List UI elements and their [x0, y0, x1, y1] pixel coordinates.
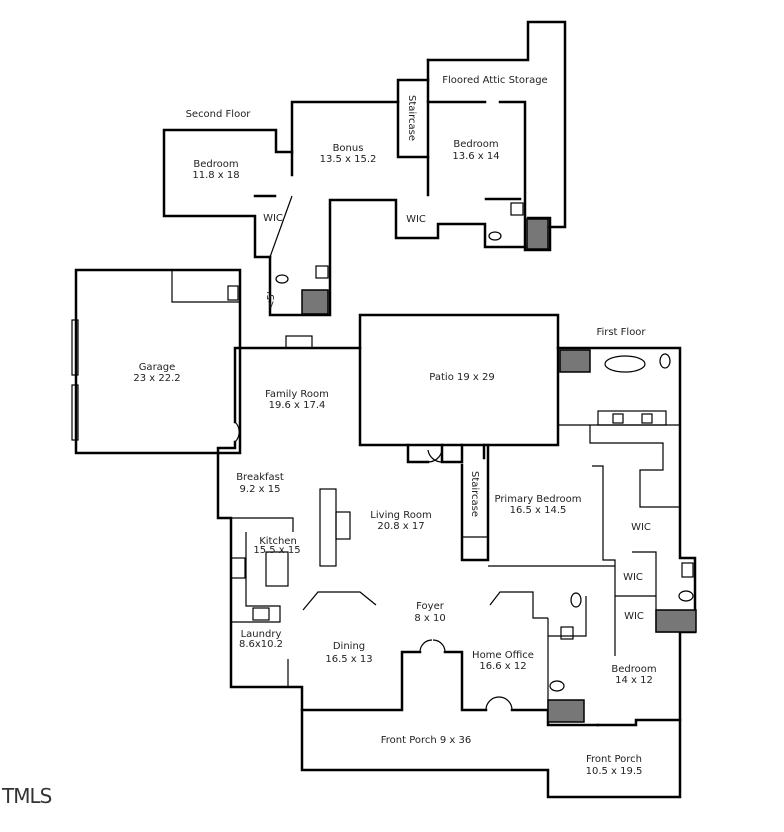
patio-label: Patio 19 x 29 — [429, 372, 494, 383]
wic-1a-label: WIC — [631, 522, 651, 533]
bedroom-2a-dims: 11.8 x 18 — [192, 170, 239, 181]
family-room-dims: 19.6 x 17.4 — [269, 400, 326, 411]
sink-icon — [641, 413, 653, 424]
bonus-label: Bonus — [333, 143, 364, 154]
sink-icon — [230, 557, 246, 579]
kitchen-dims: 15.5 x 15 — [253, 545, 300, 556]
garage-dims: 23 x 22.2 — [133, 373, 180, 384]
front-porch-2-dims: 10.5 x 19.5 — [586, 766, 643, 777]
labels: Second Floor First Floor Floored Attic S… — [133, 75, 656, 777]
sink-icon — [560, 626, 574, 640]
dining-dims: 16.5 x 13 — [325, 654, 372, 665]
toilet-icon — [488, 231, 502, 241]
primary-bedroom-dims: 16.5 x 14.5 — [510, 505, 567, 516]
sink-icon — [227, 285, 239, 301]
door-icon — [234, 421, 240, 443]
family-room-label: Family Room — [265, 389, 329, 400]
breakfast-label: Breakfast — [236, 472, 284, 483]
breakfast-dims: 9.2 x 15 — [240, 484, 281, 495]
front-porch-1-label: Front Porch 9 x 36 — [381, 735, 472, 746]
foyer-label: Foyer — [416, 601, 445, 612]
sink-icon — [510, 202, 524, 216]
wic-1b-label: WIC — [623, 572, 643, 583]
sink-icon — [681, 562, 694, 578]
second-floor-title: Second Floor — [186, 109, 252, 120]
toilet-icon — [570, 592, 582, 608]
laundry-dims: 8.6x10.2 — [239, 639, 283, 650]
garage-label: Garage — [139, 362, 176, 373]
door-icon — [427, 449, 443, 463]
home-office-dims: 16.6 x 12 — [479, 661, 526, 672]
foyer-dims: 8 x 10 — [414, 613, 445, 624]
wic-1c-label: WIC — [624, 611, 644, 622]
mls-logo: TMLS — [1, 784, 52, 808]
first-floor-title: First Floor — [596, 327, 646, 338]
bedroom-1-label: Bedroom — [611, 664, 656, 675]
stove-icon — [252, 607, 270, 621]
shower-note-label: <5' — [266, 291, 277, 309]
kitchen-label: Kitchen — [259, 536, 297, 547]
bonus-dims: 13.5 x 15.2 — [320, 154, 377, 165]
staircase-2-label: Staircase — [406, 95, 417, 141]
door-icon — [419, 639, 446, 653]
toilet-icon — [275, 274, 289, 284]
second-floor-walls — [162, 20, 567, 317]
toilet-icon — [678, 590, 694, 602]
sink-icon — [315, 265, 329, 279]
home-office-label: Home Office — [472, 650, 534, 661]
door-icon — [485, 696, 513, 711]
bedroom-2b-label: Bedroom — [453, 139, 498, 150]
first-floor-walls — [71, 268, 697, 799]
staircase-1-label: Staircase — [469, 471, 480, 517]
bedroom-1-dims: 14 x 12 — [615, 675, 653, 686]
toilet-icon — [549, 680, 565, 692]
fireplace-icon — [285, 335, 313, 349]
living-room-dims: 20.8 x 17 — [377, 521, 424, 532]
primary-bedroom-label: Primary Bedroom — [494, 494, 581, 505]
bathtub-icon — [604, 355, 646, 373]
sink-icon — [612, 413, 624, 424]
dining-label: Dining — [333, 641, 365, 652]
wic-2a-label: WIC — [263, 213, 283, 224]
wic-2b-label: WIC — [406, 214, 426, 225]
laundry-label: Laundry — [241, 629, 282, 640]
bedroom-2a-label: Bedroom — [193, 159, 238, 170]
attic-label: Floored Attic Storage — [442, 75, 547, 86]
bedroom-2b-dims: 13.6 x 14 — [452, 151, 499, 162]
toilet-icon — [659, 353, 671, 369]
living-room-label: Living Room — [370, 510, 431, 521]
front-porch-2-label: Front Porch — [586, 754, 642, 765]
